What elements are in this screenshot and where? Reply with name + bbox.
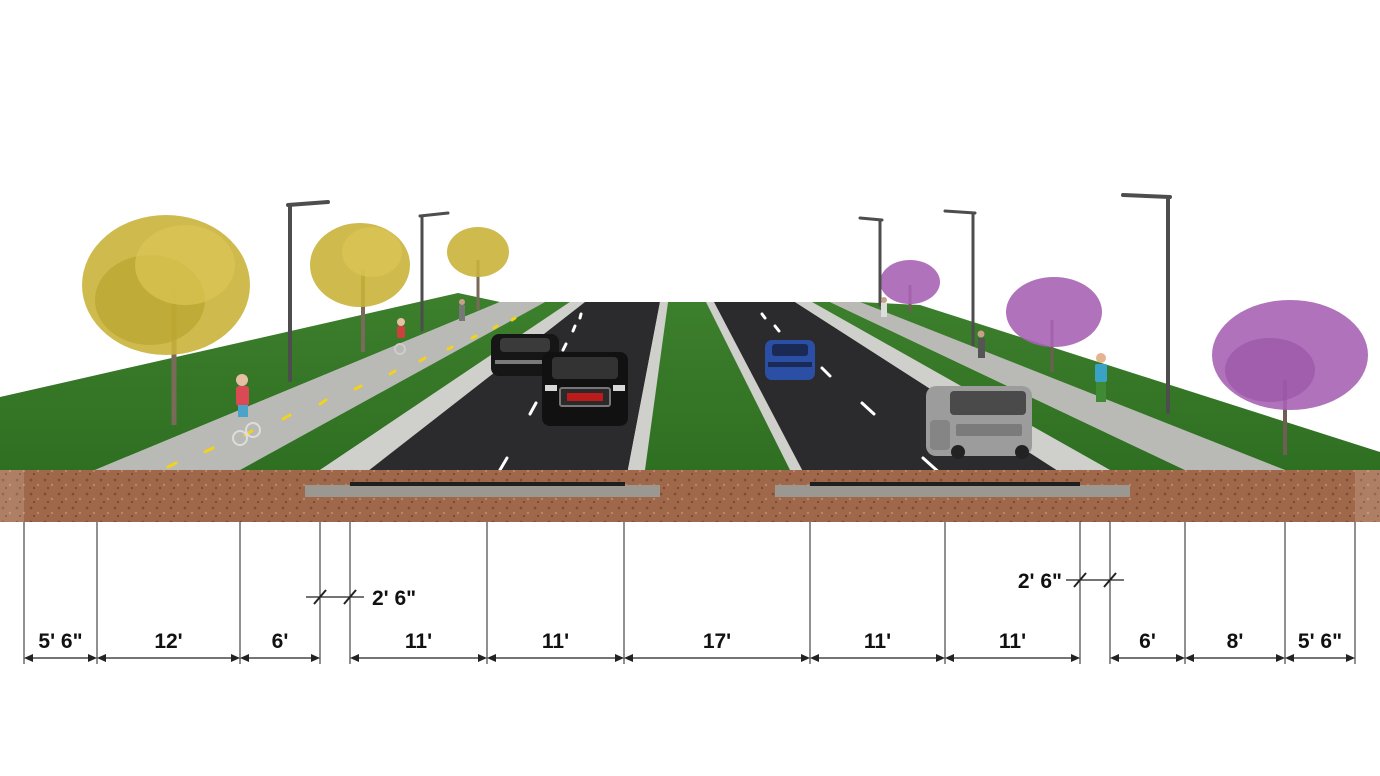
- dimension-arrowhead: [945, 654, 954, 662]
- deciduous-tree-icon: [82, 215, 250, 425]
- dimension-label: 5' 6": [1298, 630, 1342, 653]
- left-roadway: [350, 302, 660, 485]
- trees: [82, 215, 1368, 455]
- car-icon: [926, 386, 1032, 459]
- dimension-label: 17': [703, 630, 731, 653]
- median-curb-left: [625, 302, 668, 485]
- dimension-label: 12': [154, 630, 182, 653]
- dimension-arrowhead: [1276, 654, 1285, 662]
- right-road-base: [775, 485, 1130, 497]
- lane-markings: [166, 312, 944, 477]
- dimension-label: 6': [272, 630, 289, 653]
- left-bike-path: [95, 302, 545, 470]
- dimension-arrowhead: [936, 654, 945, 662]
- left-road-base: [305, 485, 660, 497]
- dimension-arrowhead: [231, 654, 240, 662]
- dimension-arrowhead: [97, 654, 106, 662]
- dimension-annotations: 5' 6" 12' 6' 11' 11' 17' 11' 11' 6' 8' 5' 6" 2' 6" 2…: [23, 522, 1356, 664]
- dimension-label: 6': [1139, 630, 1156, 653]
- deciduous-tree-icon: [310, 223, 410, 352]
- cyclist-icon: [232, 374, 261, 446]
- cyclist-icon: [394, 318, 406, 355]
- deciduous-tree-icon: [880, 260, 940, 312]
- curb-dimension-label: 2' 6": [1018, 570, 1062, 593]
- dimension-arrowhead: [1176, 654, 1185, 662]
- left-buffer-grass: [240, 302, 570, 470]
- dimension-label: 11': [999, 630, 1026, 653]
- dimension-label: 5' 6": [38, 630, 82, 653]
- dimension-arrowhead: [240, 654, 249, 662]
- curb-dimension-tick: [313, 589, 327, 605]
- dimension-arrowhead: [810, 654, 819, 662]
- soil-section: [0, 470, 1380, 522]
- left-grass: [0, 293, 500, 470]
- curb-dimension-tick: [1073, 572, 1087, 588]
- dimension-arrowhead: [1185, 654, 1194, 662]
- car-icon: [765, 340, 815, 380]
- dimension-arrowhead: [1346, 654, 1355, 662]
- deciduous-tree-icon: [1212, 300, 1368, 455]
- streetlight-icon: [943, 209, 977, 347]
- dimension-arrowhead: [1071, 654, 1080, 662]
- pedestrian-icon: [1095, 353, 1107, 402]
- right-road-edge: [810, 482, 1080, 486]
- streetlight-icon: [286, 200, 330, 382]
- dimension-arrowhead: [350, 654, 359, 662]
- pedestrian-icon: [459, 299, 465, 321]
- streetlight-icon: [418, 211, 450, 332]
- dimension-label: 11': [405, 630, 432, 653]
- pedestrian-icon: [881, 297, 887, 317]
- streetlight-icon: [858, 216, 884, 307]
- deciduous-tree-icon: [1006, 277, 1102, 372]
- dimension-arrowhead: [478, 654, 487, 662]
- bike-path-dashes: [166, 316, 517, 469]
- soil-band: [24, 470, 1355, 522]
- median-curb-right: [706, 302, 810, 485]
- curb-dimension-tick: [343, 589, 357, 605]
- dimension-label: 11': [864, 630, 891, 653]
- curb-dimension-tick: [1103, 572, 1117, 588]
- soil-band-right-edge: [1355, 470, 1380, 522]
- streetlights: [286, 193, 1172, 414]
- dimension-arrowhead: [1285, 654, 1294, 662]
- left-road-edge: [350, 482, 625, 486]
- streetlight-icon: [1121, 193, 1172, 414]
- dimension-label: 11': [542, 630, 569, 653]
- dimension-arrowhead: [24, 654, 33, 662]
- dimension-label: 8': [1227, 630, 1244, 653]
- dimension-arrowhead: [1110, 654, 1119, 662]
- vehicles: [491, 334, 1032, 459]
- dimension-arrowhead: [311, 654, 320, 662]
- dimension-arrowhead: [88, 654, 97, 662]
- pedestrian-icon: [977, 330, 985, 358]
- dimension-arrowhead: [624, 654, 633, 662]
- right-sidewalk: [830, 302, 1285, 470]
- soil-band-left-edge: [0, 470, 24, 522]
- right-grass: [860, 302, 1380, 470]
- dimension-arrowhead: [615, 654, 624, 662]
- dimension-arrowhead: [487, 654, 496, 662]
- car-icon: [542, 352, 628, 426]
- people: [232, 297, 1107, 446]
- curb-dimension-label: 2' 6": [372, 587, 416, 610]
- median-grass: [645, 302, 790, 470]
- dimension-arrowhead: [801, 654, 810, 662]
- deciduous-tree-icon: [447, 227, 509, 310]
